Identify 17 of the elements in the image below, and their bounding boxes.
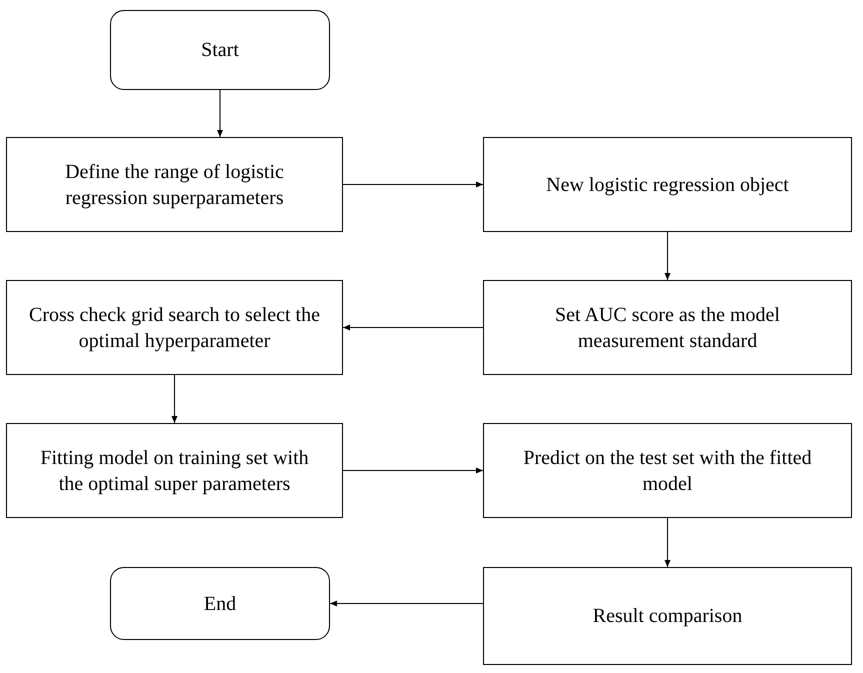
process-box: New logistic regression object (483, 137, 852, 232)
terminal-box: Start (110, 10, 330, 90)
arrow (330, 600, 484, 606)
arrow (664, 232, 670, 280)
arrow (342, 324, 484, 330)
process-box: Cross check grid search to select the optimal hyperparameter (6, 280, 343, 375)
arrow (342, 468, 484, 474)
process-box: Predict on the test set with the fitted model (483, 423, 852, 518)
arrow (342, 182, 484, 188)
arrow (664, 518, 670, 568)
process-box: Set AUC score as the model measurement standard (483, 280, 852, 375)
arrow (172, 374, 178, 424)
process-box: Define the range of logistic regression superparameters (6, 137, 343, 232)
terminal-box: End (110, 567, 330, 640)
process-box: Fitting model on training set with the optimal super parameters (6, 423, 343, 518)
arrow (217, 90, 223, 138)
process-box: Result comparison (483, 567, 852, 665)
